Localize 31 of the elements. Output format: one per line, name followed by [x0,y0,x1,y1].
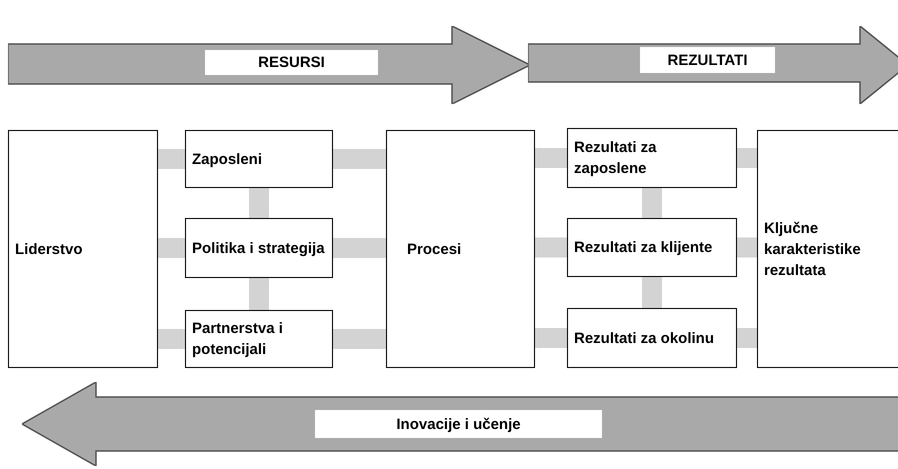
process-box: Rezultati za zaposlene [567,128,737,188]
connector-bar [642,277,662,308]
band-label: REZULTATI [640,47,775,73]
connector-bar [535,238,567,258]
connector-bar [158,149,185,169]
arrow-band [8,26,530,104]
connector-bar [642,188,662,218]
connector-bar [158,238,185,258]
connector-bar [333,149,386,169]
process-box: Zaposleni [185,130,333,188]
band-label: Inovacije i učenje [315,410,602,438]
arrow-band [22,382,898,466]
connector-bar [535,148,567,168]
connector-bar [333,329,386,349]
connector-bar [333,238,386,258]
connector-bar [737,238,757,258]
connector-bar [535,328,567,348]
connector-bar [249,188,269,218]
band-label: RESURSI [205,50,378,75]
process-box: Partnerstva i potencijali [185,310,333,368]
process-box: Liderstvo [8,130,158,368]
connector-bar [737,148,757,168]
connector-bar [249,278,269,310]
process-box: Politika i strategija [185,218,333,278]
process-box: Rezultati za okolinu [567,308,737,368]
connector-bar [158,329,185,349]
process-box: Procesi [386,130,535,368]
process-box: Rezultati za klijente [567,218,737,277]
process-box: Ključne karakteristike rezultata [757,130,898,368]
connector-bar [737,328,757,348]
arrow-band [528,26,898,104]
